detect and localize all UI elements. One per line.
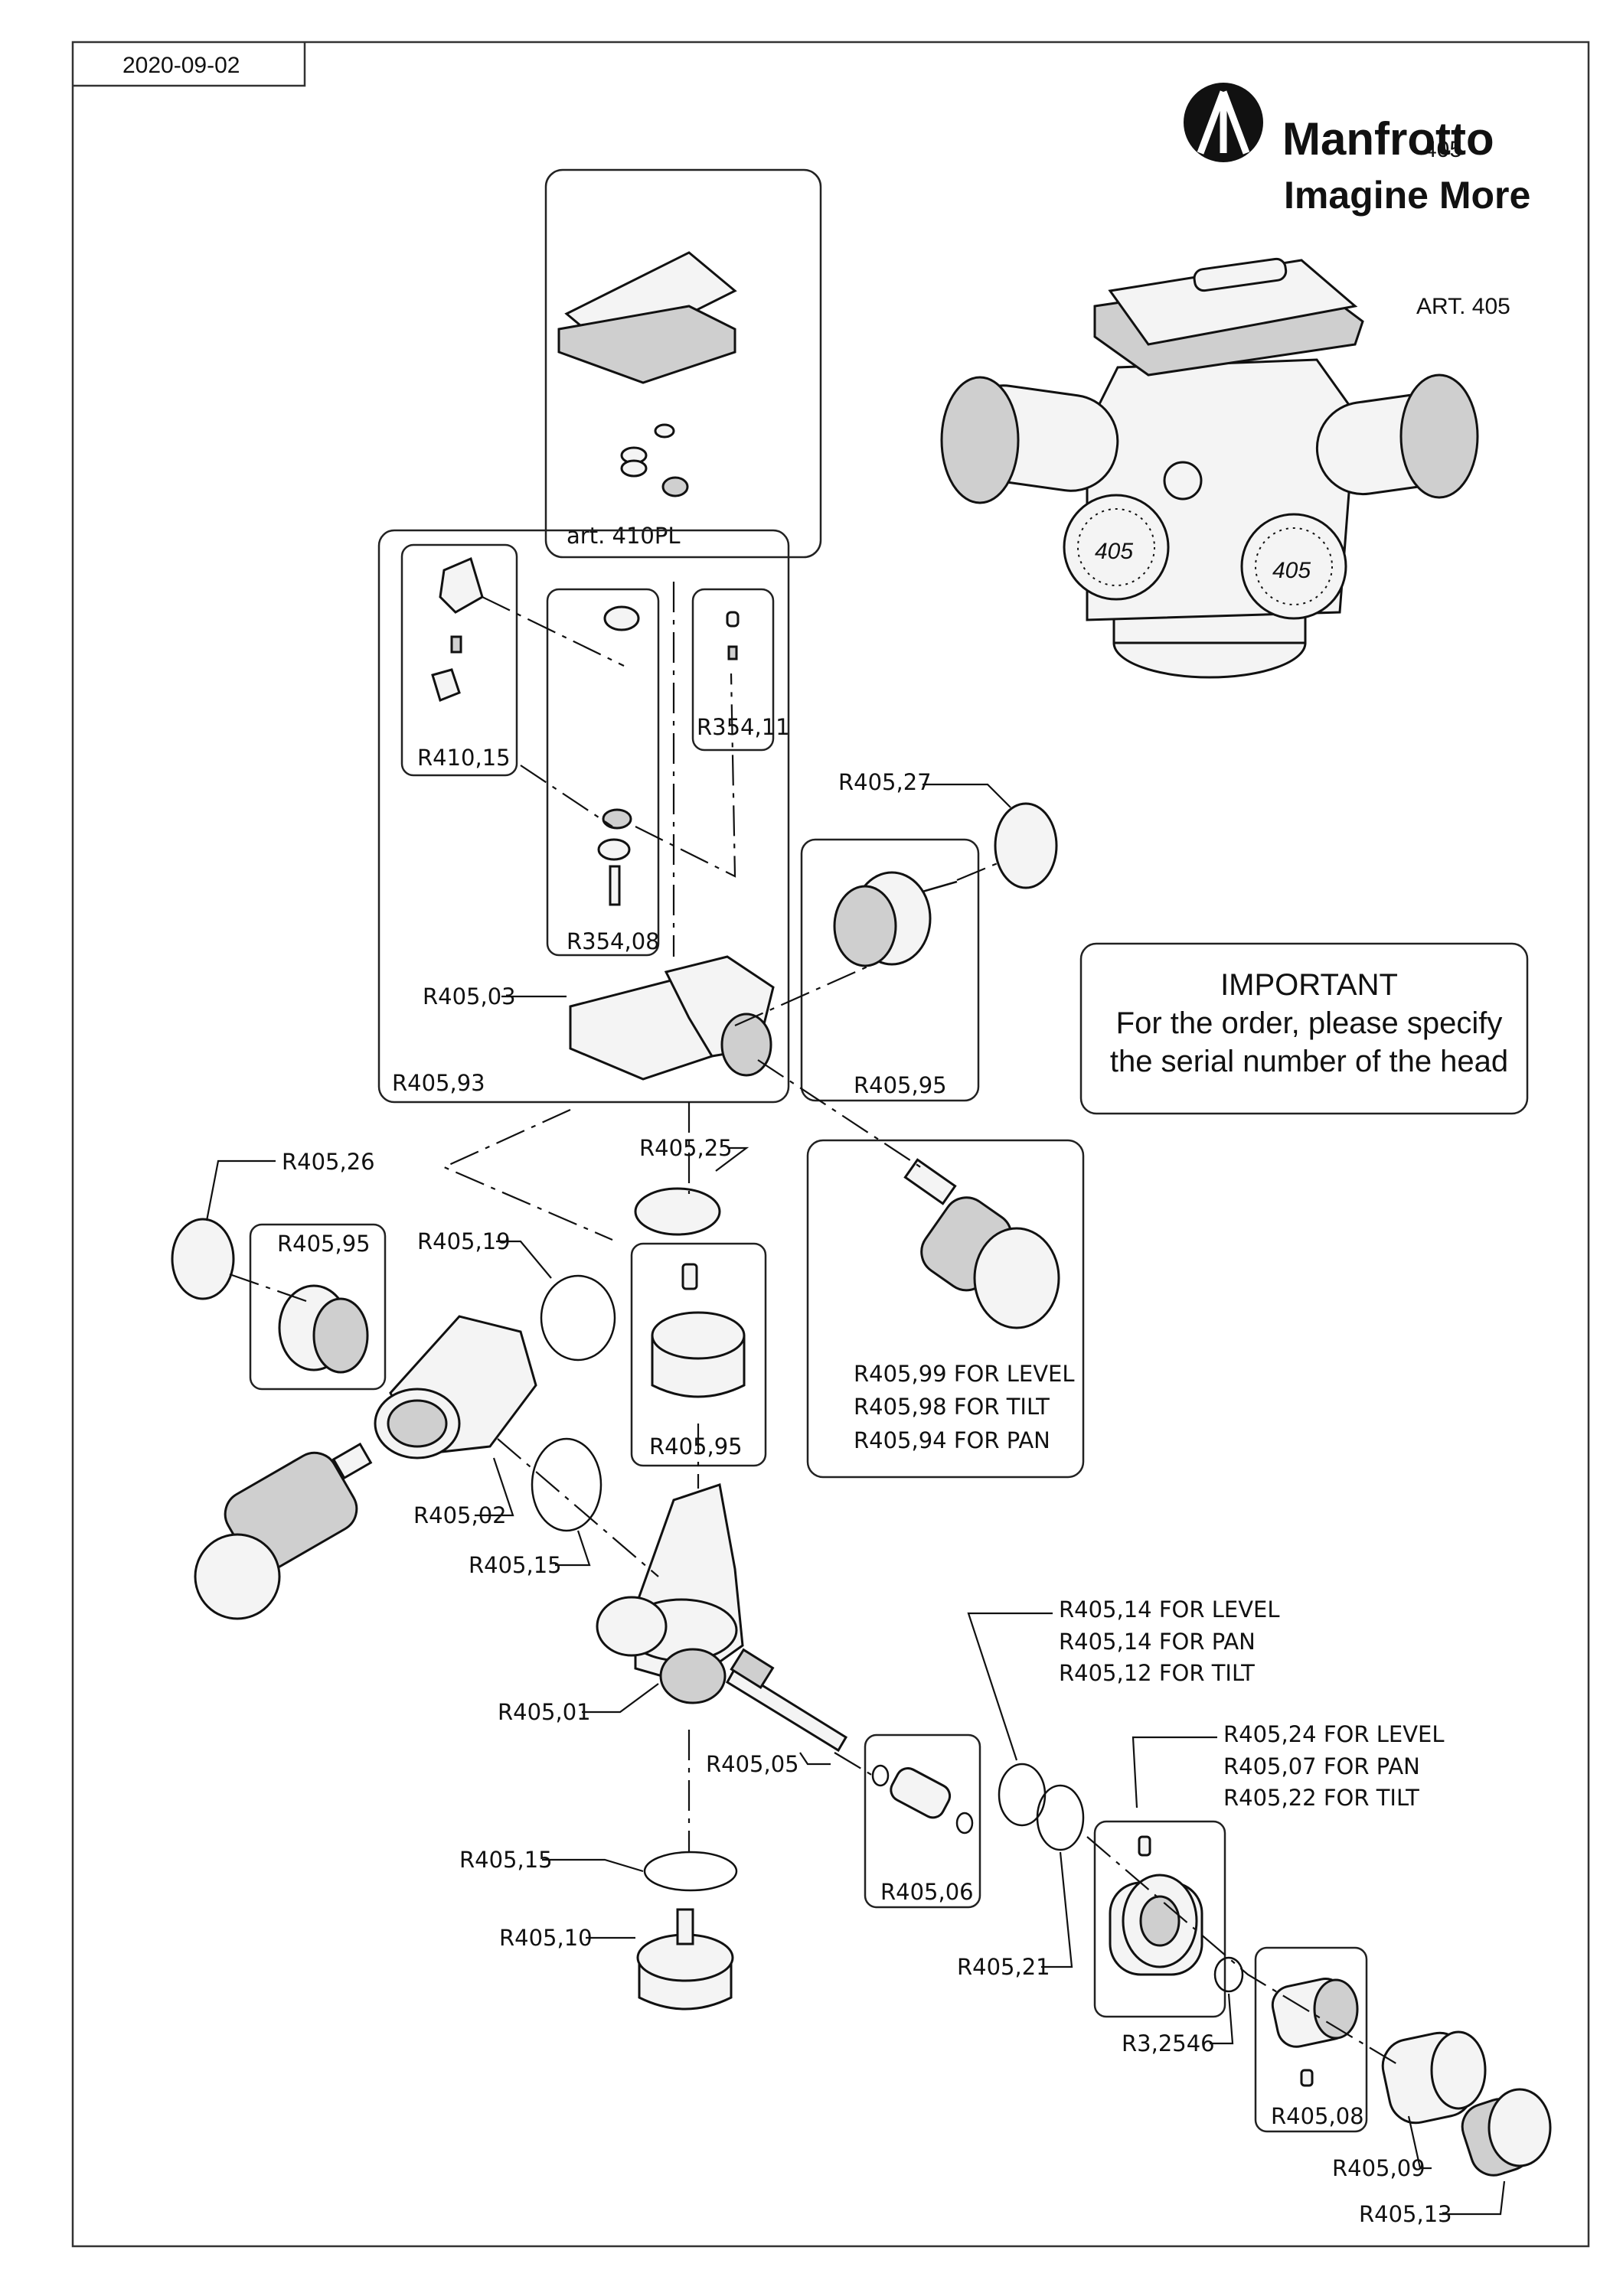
control-knob-group-box [806,1139,1085,1479]
model-art-number: ART. 405 [1416,294,1510,319]
drawing-date: 2020-09-02 [122,53,240,78]
brand-tagline: Imagine More [1284,174,1530,217]
label-r405-19: R405,19 [417,1228,511,1254]
r3-2546-washer [1213,1956,1244,1993]
r405-15-ring-a [531,1437,603,1532]
label-r405-15-a: R405,15 [469,1552,562,1578]
r405-25-disc [634,1187,721,1236]
r405-95-left-group-box [249,1223,387,1391]
important-title: IMPORTANT [1220,968,1398,1002]
r405-27-cap [994,802,1058,889]
r405-95-mid-group-box [630,1242,767,1467]
hub-group-box [1093,1820,1226,2018]
label-r405-05: R405,05 [706,1751,799,1777]
label-r354-08: R354,08 [567,928,660,954]
brand-block: Manfrotto 405 Imagine More ART. 405 [1184,83,1530,319]
label-knob-pan: R405,94 FOR PAN [854,1427,1050,1453]
r405-19-ring [540,1274,616,1362]
r405-93-group-box [377,529,790,1104]
r410-15-group-box [400,543,518,777]
manfrotto-logo-icon [1184,83,1263,162]
label-r354-11: R354,11 [697,714,790,740]
label-r405-01: R405,01 [498,1699,591,1725]
label-r405-93: R405,93 [392,1070,485,1096]
label-r3-2546: R3,2546 [1122,2030,1215,2056]
label-r405-13: R405,13 [1359,2201,1452,2227]
r405-01-part [596,1483,744,1704]
control-knob-part [903,1158,1060,1329]
r405-21-clip [1036,1784,1085,1851]
drawing-frame [71,41,1590,2248]
r405-06-group-box [864,1733,981,1909]
label-r405-25: R405,25 [639,1135,733,1161]
quick-release-plate [557,251,737,497]
label-r405-27: R405,27 [838,769,932,795]
label-r405-03: R405,03 [423,983,516,1009]
label-r405-02: R405,02 [413,1502,507,1528]
left-knob-part [194,1442,373,1620]
label-r405-10: R405,10 [499,1925,593,1951]
important-line-2: the serial number of the head [1110,1045,1508,1078]
important-line-1: For the order, please specify [1116,1006,1503,1040]
dial-left-value: 405 [1095,539,1133,564]
label-spring-pan: R405,14 FOR PAN [1059,1629,1256,1655]
dial-right-value: 405 [1272,558,1311,583]
label-hub-tilt: R405,22 FOR TILT [1223,1785,1419,1811]
label-r405-09: R405,09 [1332,2155,1425,2181]
r405-95-top-group-box [800,838,980,1102]
dial-right-icon [1240,513,1347,620]
r354-08-group-box [546,588,660,957]
label-spring-level: R405,14 FOR LEVEL [1059,1596,1280,1623]
r405-03-part [569,955,775,1081]
r405-09-part [1381,2030,1487,2125]
art-410pl-group-box [544,168,822,559]
label-r405-95-top: R405,95 [854,1072,947,1098]
label-hub-level: R405,24 FOR LEVEL [1223,1721,1445,1747]
assembly-center-lines [229,582,1402,2067]
label-knob-tilt: R405,98 FOR TILT [854,1394,1050,1420]
label-r405-95-mid: R405,95 [649,1433,743,1459]
label-r405-06: R405,06 [880,1879,974,1905]
label-knob-level: R405,99 FOR LEVEL [854,1361,1075,1387]
r354-11-group-box [691,588,775,752]
r405-10-part [636,1908,734,2011]
label-r405-08: R405,08 [1271,2103,1364,2129]
r405-05-part [725,1648,848,1753]
dial-left-icon [1063,494,1170,601]
label-r410-15: R410,15 [417,745,511,771]
label-spring-tilt: R405,12 FOR TILT [1059,1660,1255,1686]
label-r405-21: R405,21 [957,1954,1050,1980]
r405-02-part [374,1315,537,1459]
date-tab [73,42,306,87]
r405-08-group-box [1254,1946,1368,2133]
brand-name: Manfrotto [1282,113,1494,165]
brand-overlay-number: 405 [1424,137,1462,162]
label-r405-95-left: R405,95 [277,1231,371,1257]
assembled-head-illustration: 405 405 [940,257,1479,679]
r405-26-cap [171,1218,235,1300]
r405-15-ring-b [643,1851,738,1892]
label-r405-26: R405,26 [282,1149,375,1175]
label-art-410pl: art. 410PL [567,523,681,549]
important-notice-box [1079,942,1529,1115]
label-hub-pan: R405,07 FOR PAN [1223,1753,1420,1779]
label-r405-15-b: R405,15 [459,1847,553,1873]
hub-part [1109,1835,1203,1976]
r405-13-part [1461,2088,1552,2177]
